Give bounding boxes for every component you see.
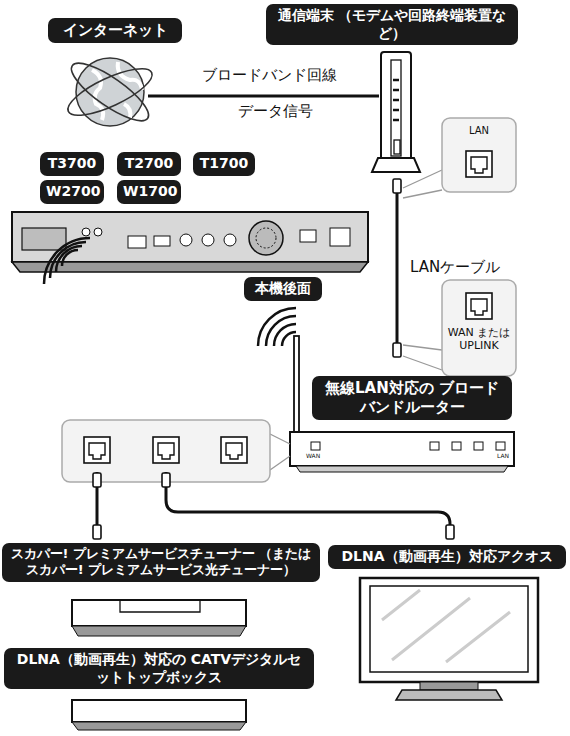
line-label: LANケーブル bbox=[408, 258, 502, 277]
router bbox=[290, 336, 514, 472]
label-box: W2700 bbox=[40, 180, 104, 204]
node-text: DLNA（動画再生）対応アクオス bbox=[334, 548, 560, 566]
tuner bbox=[72, 600, 246, 636]
node-text: LAN bbox=[442, 125, 516, 137]
node-text: WAN または UPLINK bbox=[442, 327, 516, 352]
label-box: T1700 bbox=[193, 152, 255, 176]
node-text: T1700 bbox=[199, 155, 249, 173]
port-label: WAN bbox=[306, 452, 320, 459]
label-box: スカパー! プレミアムサービスチューナー （またはスカパー! プレミアムサービス… bbox=[2, 543, 320, 582]
node-text: T2700 bbox=[123, 155, 175, 173]
recorder bbox=[12, 212, 368, 272]
callout-label: LAN bbox=[442, 120, 516, 137]
wireless-waves bbox=[258, 308, 296, 346]
node-text: スカパー! プレミアムサービスチューナー （またはスカパー! プレミアムサービス… bbox=[8, 546, 314, 579]
line-label: データ信号 bbox=[236, 102, 315, 121]
label-box: 通信端末 （モデムや回路終端装置など） bbox=[266, 4, 518, 45]
modem bbox=[372, 52, 420, 172]
node-text: DLNA（動画再生）対応の CATVデジタルセットトップボックス bbox=[10, 651, 308, 686]
port-label: LAN bbox=[497, 452, 509, 459]
set-top-box bbox=[72, 700, 246, 730]
globe-icon bbox=[62, 54, 157, 130]
lan-cable bbox=[396, 180, 399, 345]
label-box: DLNA（動画再生）対応アクオス bbox=[328, 545, 566, 569]
wan-callout-box bbox=[442, 280, 516, 376]
line-label: ブロードバンド回線 bbox=[200, 66, 339, 85]
label-box: T2700 bbox=[117, 152, 181, 176]
node-text: W2700 bbox=[46, 183, 98, 201]
node-text: W1700 bbox=[123, 183, 175, 201]
node-text: インターネット bbox=[54, 21, 176, 40]
label-box: DLNA（動画再生）対応の CATVデジタルセットトップボックス bbox=[4, 648, 314, 689]
lan-callout-box bbox=[442, 118, 516, 192]
callout-label: WAN または UPLINK bbox=[442, 322, 516, 352]
node-text: 本機後面 bbox=[250, 280, 316, 298]
label-box: インターネット bbox=[48, 18, 182, 43]
label-box: 無線LAN対応の ブロードバンドルーター bbox=[312, 376, 512, 420]
node-text: 無線LAN対応の ブロードバンドルーター bbox=[318, 379, 506, 417]
wireless-waves bbox=[44, 238, 90, 284]
node-text: T3700 bbox=[46, 155, 98, 173]
broadband-line bbox=[148, 95, 379, 98]
tv bbox=[360, 578, 538, 700]
label-box: W1700 bbox=[117, 180, 181, 204]
label-box: 本機後面 bbox=[244, 277, 322, 301]
label-box: T3700 bbox=[40, 152, 104, 176]
node-text: 通信端末 （モデムや回路終端装置など） bbox=[272, 7, 512, 42]
